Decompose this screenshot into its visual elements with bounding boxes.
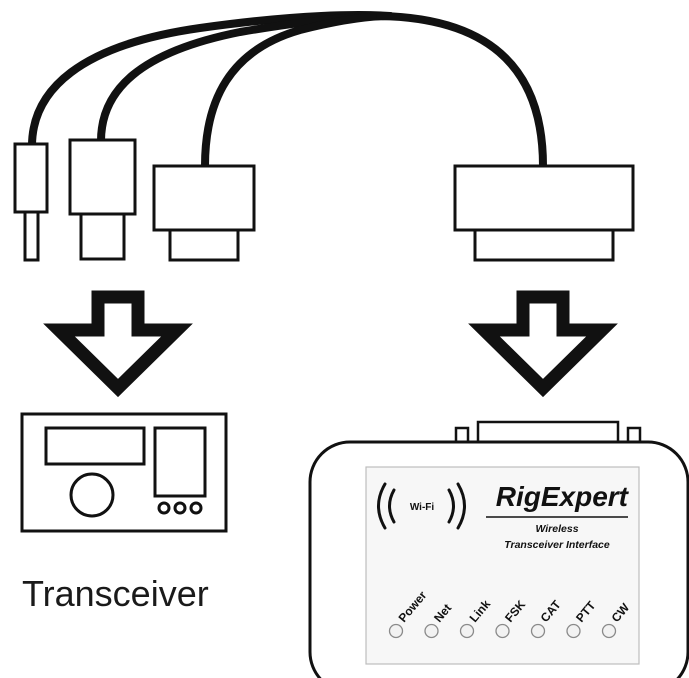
wifi-logo-text: Wi-Fi: [410, 502, 435, 513]
led-power: [388, 623, 404, 639]
radio-side-panel: [153, 426, 207, 498]
radio-button: [173, 501, 187, 515]
cable-bundle: [28, 11, 547, 170]
cable-to-db9-plug: [201, 12, 394, 170]
transceiver-radio-icon: [20, 412, 228, 533]
radio-tuning-knob: [69, 472, 115, 518]
radio-button: [189, 501, 203, 515]
usb-plug: [68, 138, 137, 261]
wifi-logo: [377, 482, 466, 530]
db25-plug: [453, 164, 635, 262]
wifi-wave-right-inner: [447, 488, 455, 524]
wifi-wave-left-outer: [377, 482, 387, 530]
led-fsk: [495, 623, 510, 639]
radio-button: [157, 501, 171, 515]
led-link: [459, 623, 475, 639]
led-cat: [530, 623, 546, 639]
led-ptt: [566, 623, 581, 639]
brand-name: RigExpert: [496, 481, 630, 512]
wifi-wave-right-outer: [456, 482, 466, 530]
down-arrow-right: [468, 290, 618, 398]
cable-to-db25-plug: [376, 12, 547, 170]
radio-display: [44, 426, 146, 466]
audio-jack-plug: [13, 142, 49, 262]
wifi-wave-left-inner: [388, 488, 396, 524]
cable-to-usb-plug: [97, 12, 394, 145]
device-subtitle-line2: Transceiver Interface: [504, 539, 610, 551]
transceiver-label: Transceiver: [22, 573, 209, 614]
led-cw: [601, 623, 617, 639]
rigexpert-device: Wi-Fi RigExpert Wireless Transceiver Int…: [308, 420, 689, 678]
device-subtitle-line1: Wireless: [535, 523, 578, 535]
db9-plug: [152, 164, 256, 262]
down-arrow-left: [43, 290, 193, 398]
led-net: [424, 623, 439, 639]
